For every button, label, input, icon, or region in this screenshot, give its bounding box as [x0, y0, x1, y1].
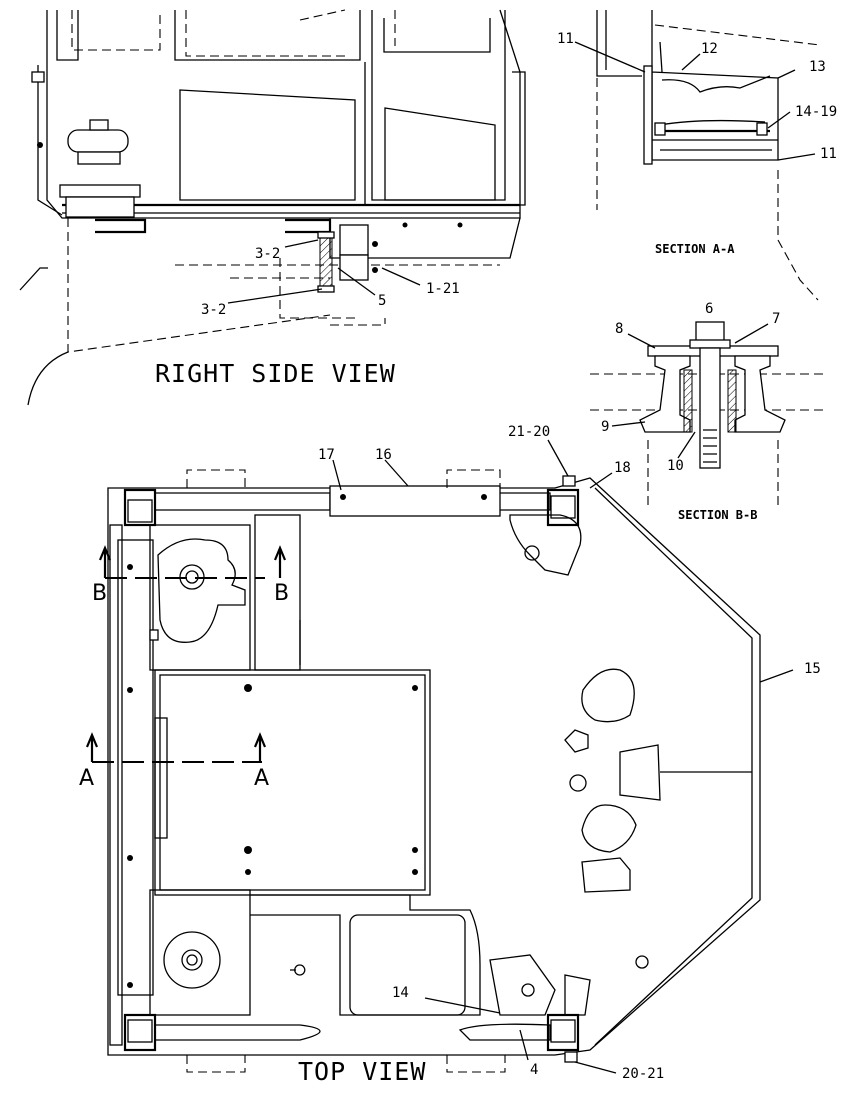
- callout-11-side: 11: [820, 146, 837, 162]
- callout-15: 15: [804, 661, 821, 677]
- section-mark-a-right: A: [254, 766, 269, 791]
- section-mark-b-right: B: [274, 581, 289, 606]
- callout-6: 6: [705, 301, 713, 317]
- callout-9: 9: [601, 419, 609, 435]
- callout-13: 13: [809, 59, 826, 75]
- right-side-view-title: RIGHT SIDE VIEW: [155, 359, 396, 388]
- top-view: [85, 439, 794, 1074]
- callout-21-20: 21-20: [508, 424, 550, 440]
- callout-1-21: 1-21: [426, 281, 460, 297]
- callout-7: 7: [772, 311, 780, 327]
- section-b-b: [590, 321, 828, 510]
- section-mark-b-left: B: [92, 581, 107, 606]
- section-mark-a-left: A: [79, 766, 94, 791]
- callout-16: 16: [375, 447, 392, 463]
- section-a-a-title: SECTION A-A: [655, 242, 735, 256]
- callout-3-2-lower: 3-2: [201, 302, 226, 318]
- callout-3-2-upper: 3-2: [255, 246, 280, 262]
- top-view-title: TOP VIEW: [298, 1057, 426, 1086]
- callout-17: 17: [318, 447, 335, 463]
- section-b-b-title: SECTION B-B: [678, 508, 757, 522]
- callout-14-19: 14-19: [795, 104, 837, 120]
- callout-14: 14: [392, 985, 409, 1001]
- callout-12: 12: [701, 41, 718, 57]
- callout-11-top: 11: [557, 31, 574, 47]
- callout-20-21: 20-21: [622, 1066, 664, 1082]
- callout-10: 10: [667, 458, 684, 474]
- callout-18: 18: [614, 460, 631, 476]
- callout-4: 4: [530, 1062, 538, 1078]
- callout-5: 5: [378, 293, 386, 309]
- right-side-view: [19, 9, 526, 406]
- callout-8: 8: [615, 321, 623, 337]
- section-a-a: [574, 10, 821, 301]
